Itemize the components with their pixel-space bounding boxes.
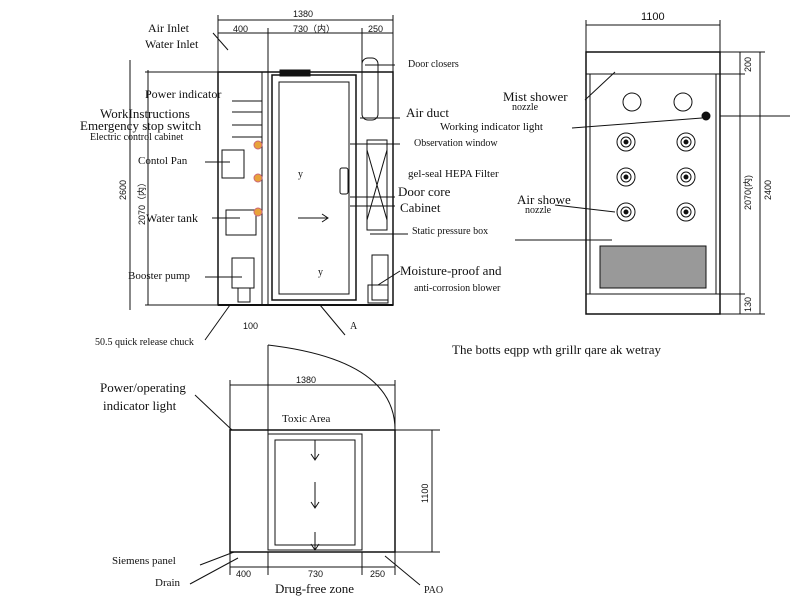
booster-pump-label: Booster pump xyxy=(128,270,191,282)
toxic-area-label: Toxic Area xyxy=(282,413,331,425)
power-light-label-line2: indicator light xyxy=(103,398,177,413)
dim-side-right: 250 xyxy=(368,24,384,34)
observation-window-label: Observation window xyxy=(414,138,498,149)
work-instructions-label: WorkInstructions xyxy=(100,106,190,121)
dim-plan-inner: 730 xyxy=(308,569,324,579)
drug-free-zone-label: Drug-free zone xyxy=(275,581,355,596)
electric-cabinet-label: Electric control cabinet xyxy=(90,132,184,143)
air-nozzle-label: nozzle xyxy=(525,205,552,216)
air-inlet-label: Air Inlet xyxy=(148,21,189,35)
dim-side-inner: 730（内） xyxy=(293,24,336,34)
plan-view-drawing xyxy=(189,344,440,586)
anti-corrosion-label: anti-corrosion blower xyxy=(414,283,501,294)
door-closers-label: Door closers xyxy=(408,59,459,70)
working-light-label: Working indicator light xyxy=(440,121,543,133)
marker-a: A xyxy=(350,321,358,332)
drain-label: Drain xyxy=(155,577,181,589)
marker-y-upper: y xyxy=(298,169,303,180)
control-pan-label: Contol Pan xyxy=(138,155,188,167)
dim-front-top: 200 xyxy=(743,56,753,72)
mist-nozzle-label: nozzle xyxy=(512,102,539,113)
mist-shower-label: Mist shower xyxy=(503,89,568,104)
static-pressure-box-label: Static pressure box xyxy=(412,226,489,237)
hepa-filter-label: gel-seal HEPA Filter xyxy=(408,168,499,180)
side-view-drawing xyxy=(129,15,408,341)
dim-side-width-total: 1380 xyxy=(293,9,314,19)
power-light-label-line1: Power/operating xyxy=(100,380,186,395)
water-inlet-label: Water Inlet xyxy=(145,37,199,51)
front-view-drawing xyxy=(515,20,790,315)
dim-side-height-inner: 2070（内） xyxy=(137,177,147,225)
dim-front-bottom: 130 xyxy=(743,296,753,312)
marker-y-lower: y xyxy=(318,267,323,278)
front-view-caption: The botts eqpp wth grillr qare ak wetray xyxy=(452,342,662,357)
dim-front-width: 1100 xyxy=(641,11,665,23)
dim-plan-right: 250 xyxy=(370,569,386,579)
dim-front-total-height: 2400 xyxy=(763,179,773,200)
dim-side-left: 400 xyxy=(233,24,249,34)
quick-release-label: 50.5 quick release chuck xyxy=(95,337,194,348)
water-tank-label: Water tank xyxy=(146,211,199,225)
dim-front-inner-height: 2070(内) xyxy=(743,174,753,210)
air-shower-label: Air showe xyxy=(517,192,571,207)
pao-label: PAO xyxy=(424,585,444,596)
siemens-panel-label: Siemens panel xyxy=(112,555,176,567)
dim-side-height-total: 2600 xyxy=(118,179,128,200)
emergency-stop-label: Emergency stop switch xyxy=(80,118,202,133)
door-core-label: Door core xyxy=(398,184,451,199)
power-indicator-label: Power indicator xyxy=(145,87,222,101)
dim-plan-left: 400 xyxy=(236,569,252,579)
moisture-proof-label: Moisture-proof and xyxy=(400,263,502,278)
dim-plan-width-total: 1380 xyxy=(296,375,317,385)
dim-plan-depth: 1100 xyxy=(420,483,430,503)
dim-side-bottom: 100 xyxy=(243,321,259,331)
cabinet-label: Cabinet xyxy=(400,200,441,215)
air-duct-label: Air duct xyxy=(406,105,449,120)
